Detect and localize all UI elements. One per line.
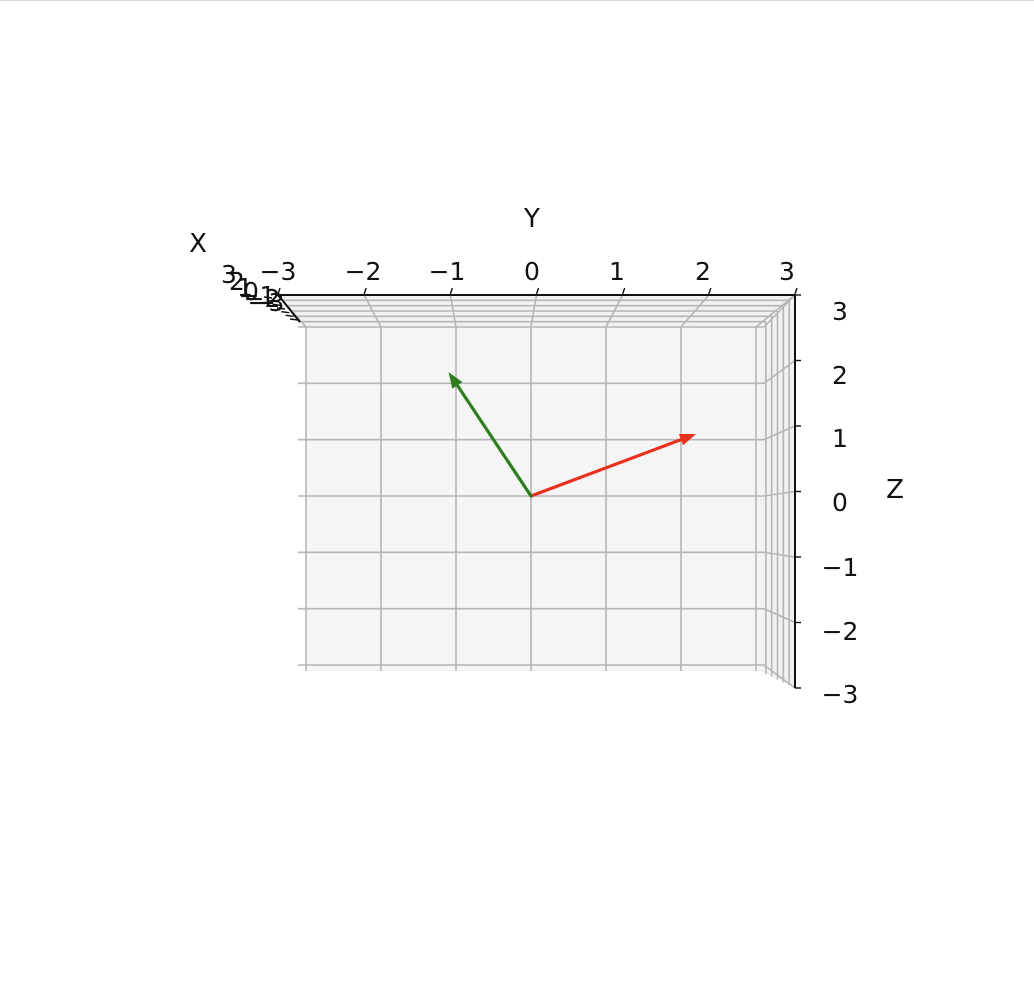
x-tick-label: 2 [229,267,245,296]
z-tick-label: −2 [822,617,859,646]
z-tick-label: −1 [822,553,859,582]
x-tick-label: −1 [239,281,276,310]
vector-shaft-2 [455,383,533,498]
x-tick-label: −2 [244,284,281,313]
y-tick-mark [363,287,367,295]
y-tick-mark [708,287,712,295]
y-tick-label: 2 [695,257,711,286]
x-tick-label: 3 [221,260,237,289]
y-tick-label: 0 [524,257,540,286]
y-tick-mark [794,287,798,295]
vector-shaft-1 [529,438,683,498]
y-tick-label: 1 [609,257,625,286]
y-tick-mark [535,287,540,295]
x-tick-mark [281,310,290,314]
y-tick-label: −2 [345,257,382,286]
back-pane [278,295,795,688]
y-tick-mark [277,287,281,295]
x-tick-label: 0 [243,277,259,306]
top-border-line [0,0,1034,1]
z-axis-label: Z [886,475,904,505]
z-tick-label: 0 [832,488,848,517]
y-axis-label: Y [523,204,540,234]
z-tick-label: 1 [832,424,848,453]
x-tick-mark [268,299,277,303]
y-tick-label: 3 [779,257,795,286]
vector-arrows [448,372,696,498]
y-tick-label: −1 [429,257,466,286]
x-tick-mark [272,303,281,307]
x-tick-labels: 3 2 1 0 −1 −2 −3 [221,260,284,317]
x-axis-label: X [189,229,207,259]
y-tick-labels: −3 −2 −1 0 1 2 3 [260,257,795,286]
tick-marks [263,287,801,689]
y-tick-mark [449,287,453,295]
vector-head-1 [678,434,696,446]
z-tick-label: 3 [832,297,848,326]
x-tick-mark [289,318,299,321]
x-tick-mark [276,307,286,310]
x-tick-label: −3 [248,288,285,317]
z-tick-label: 2 [832,361,848,390]
z-tick-label: −3 [822,680,859,709]
x-tick-mark [285,314,294,318]
vector-head-2 [448,372,463,389]
z-tick-labels: 3 2 1 0 −1 −2 −3 [822,297,859,709]
y-tick-label: −3 [260,257,297,286]
x-tick-mark [263,296,273,299]
x-tick-label: 1 [237,273,253,302]
x-axis-line [277,294,301,323]
grid-lines [277,294,796,689]
y-tick-mark [622,287,626,295]
